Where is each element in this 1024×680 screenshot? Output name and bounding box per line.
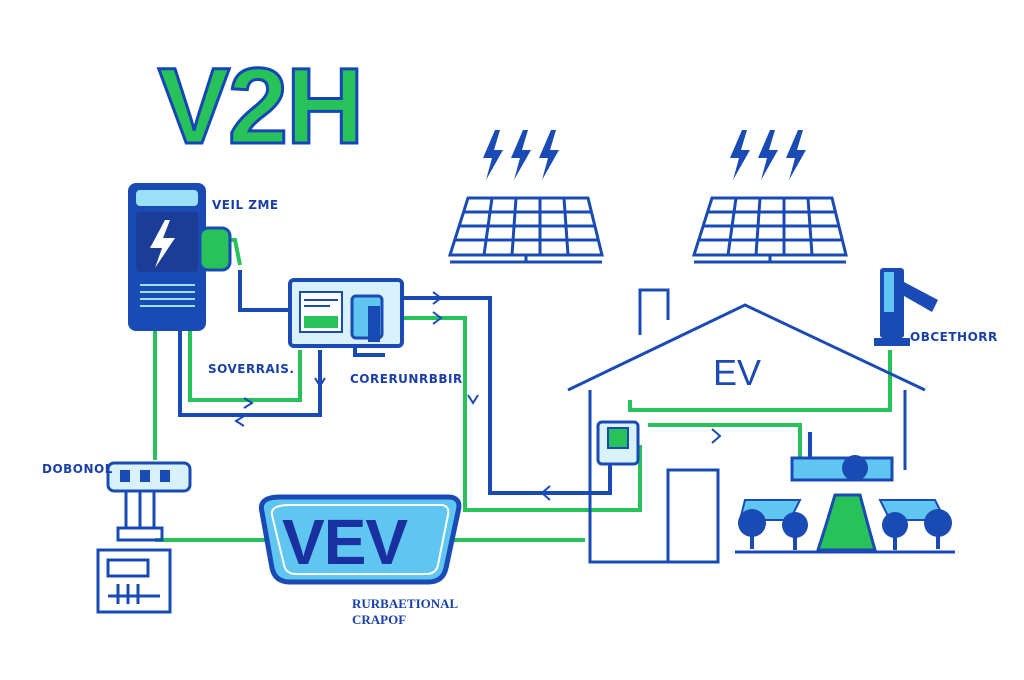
- charger-icon: [128, 183, 232, 331]
- meter-icon: [96, 461, 192, 614]
- tree-icon: [738, 455, 952, 550]
- controller-label: CORERUNRBBIR: [350, 372, 463, 386]
- garden-icon: [735, 455, 955, 554]
- solar-tracker-icon: [874, 268, 938, 346]
- solar-right-label: OBCETHORR: [910, 330, 998, 344]
- vehicle-label: VEV: [282, 506, 408, 578]
- sovereign-label: SOVERRAIS.: [208, 362, 295, 376]
- charger-label: VEIL ZME: [212, 198, 279, 212]
- house-label: EV: [713, 352, 762, 393]
- house-icon: [567, 288, 926, 564]
- solar-panel-icon: [447, 130, 604, 264]
- page-title: V2H: [156, 45, 365, 166]
- vehicle-badge: [258, 494, 462, 585]
- solar-panel-icon-2: [691, 130, 848, 264]
- controller-icon: [288, 278, 404, 348]
- caption-line-1: RURBAETIONAL: [352, 596, 459, 611]
- flow-arrows: [234, 291, 722, 501]
- grid-meter-label: DOBONOL: [42, 462, 113, 476]
- caption-line-2: CRAPOF: [352, 612, 407, 627]
